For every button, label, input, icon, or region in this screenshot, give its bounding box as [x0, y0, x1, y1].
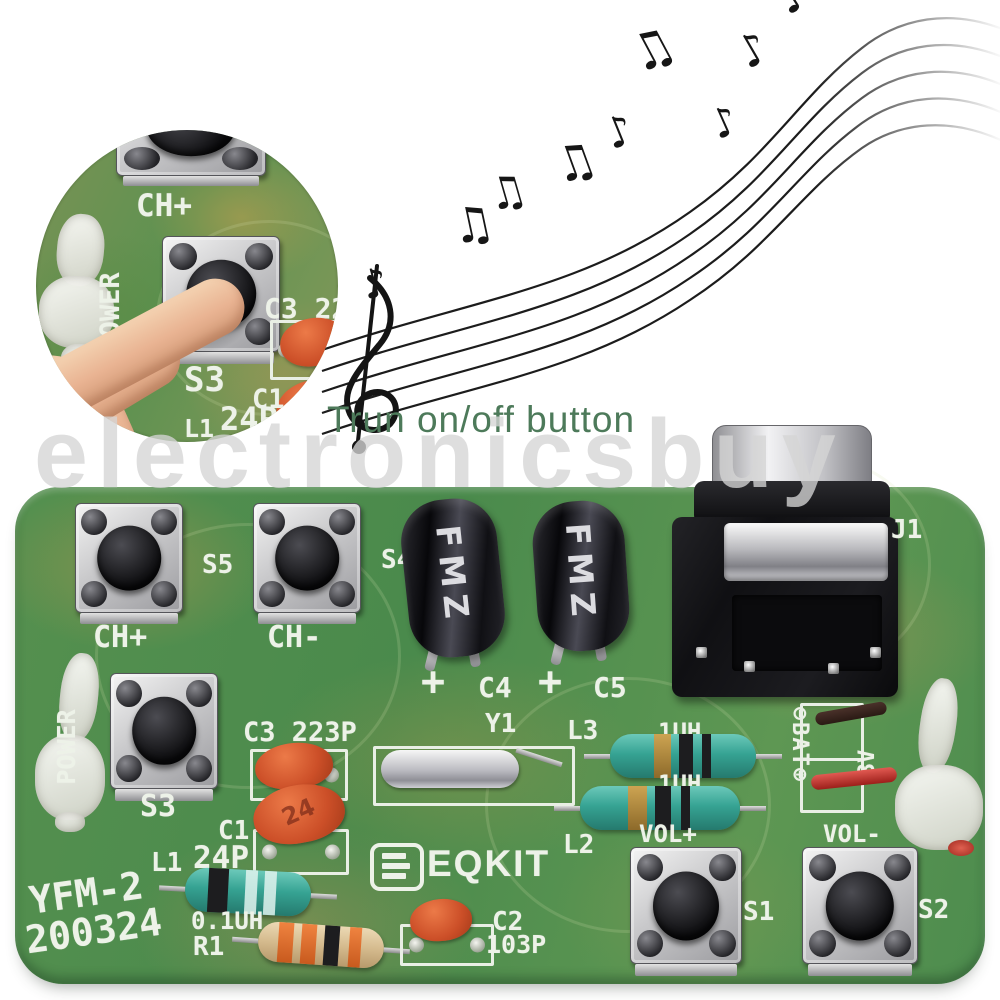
music-note-icon: ♪ [728, 21, 778, 79]
electrolytic-capacitor-c4: FMZ [397, 494, 509, 662]
crystal-y1 [381, 750, 519, 788]
music-note-icon: ♫ [545, 129, 605, 196]
annotation-text: Trun on/off button [327, 399, 636, 440]
label-c5-plus: + [538, 659, 563, 705]
pcb-trace [95, 523, 401, 789]
music-note-icon: ♪ [703, 97, 745, 149]
jack-pin [696, 647, 707, 658]
label-l2: L2 [563, 830, 595, 860]
label-r1: R1 [193, 932, 225, 962]
resistor-r1 [256, 920, 386, 970]
label-ch-plus: CH+ [93, 620, 148, 655]
inductor-l3 [584, 734, 782, 778]
led-right-red-lead [948, 840, 974, 856]
audio-jack [660, 425, 905, 710]
label-c2-value: 103P [486, 930, 547, 959]
inset-label-s3: S3 [184, 360, 225, 400]
staff-lines [321, 17, 1000, 436]
music-note-icon: ♪ [767, 0, 818, 25]
label-s5: S5 [202, 550, 234, 580]
inset-label-24p: 24P [220, 400, 278, 438]
inset-label-c1: C1 [252, 384, 285, 415]
led-left-body [35, 735, 105, 820]
label-s3: S3 [140, 789, 177, 824]
capacitor-marking: FMZ [557, 521, 604, 625]
label-ch-minus: CH- [267, 620, 322, 655]
label-s1: S1 [743, 897, 775, 927]
led-left-lead [55, 812, 85, 832]
label-power: POWER [52, 709, 81, 785]
music-note-icon: ♪ [357, 259, 394, 310]
label-c2: C2 [492, 907, 524, 937]
inset-label-ch-plus: CH+ [136, 188, 192, 224]
label-l3: L3 [567, 716, 599, 746]
bat-footprint [800, 703, 864, 813]
label-l1: L1 [151, 848, 183, 878]
y1-outline [373, 746, 575, 806]
jack-window [732, 595, 882, 671]
label-y1: Y1 [485, 709, 517, 739]
music-note-icon: ♫ [446, 193, 500, 257]
channel-down-button [253, 503, 361, 624]
brand-text: EQKIT [427, 843, 551, 884]
label-s2: S2 [918, 895, 950, 925]
label-c1: C1 [218, 816, 250, 846]
eqkit-logo-icon [370, 843, 424, 891]
label-l1-value: 0.1UH [191, 907, 264, 935]
jack-pin [744, 661, 755, 672]
inset-label-l1: L1 [184, 414, 215, 442]
inductor-l2 [554, 786, 766, 830]
volume-up-button [630, 847, 742, 976]
led-right-top [913, 675, 963, 776]
inset-partial-button [116, 130, 266, 186]
channel-up-button [75, 503, 183, 624]
jack-plate [724, 523, 888, 581]
bat-divider [803, 758, 861, 761]
label-vol-minus: VOL- [823, 820, 881, 848]
label-vol-plus: VOL+ [639, 820, 697, 848]
volume-down-button [802, 847, 918, 976]
c1-cap-marking: 24 [277, 792, 320, 832]
led-right-body [895, 765, 983, 850]
label-c4: C4 [478, 671, 512, 704]
jack-pin [828, 663, 839, 674]
label-c5: C5 [593, 671, 627, 704]
electrolytic-capacitor-c5: FMZ [529, 497, 633, 655]
music-note-icon: ♫ [618, 13, 685, 85]
pcb-board: S5 CH+ S4 CH- FMZ FMZ + C4 + C5 [15, 425, 985, 984]
music-note-icon: ♪ [597, 104, 640, 159]
jack-pin [870, 647, 881, 658]
label-j1: J1 [891, 515, 923, 545]
capacitor-marking: FMZ [428, 522, 478, 627]
power-button [110, 673, 218, 801]
label-c4-plus: + [421, 659, 446, 705]
music-note-icon: ♫ [481, 163, 533, 223]
magnifier-inset-circle: CH+ POWER S3 C3 22 C1 L1 24P [36, 130, 338, 442]
